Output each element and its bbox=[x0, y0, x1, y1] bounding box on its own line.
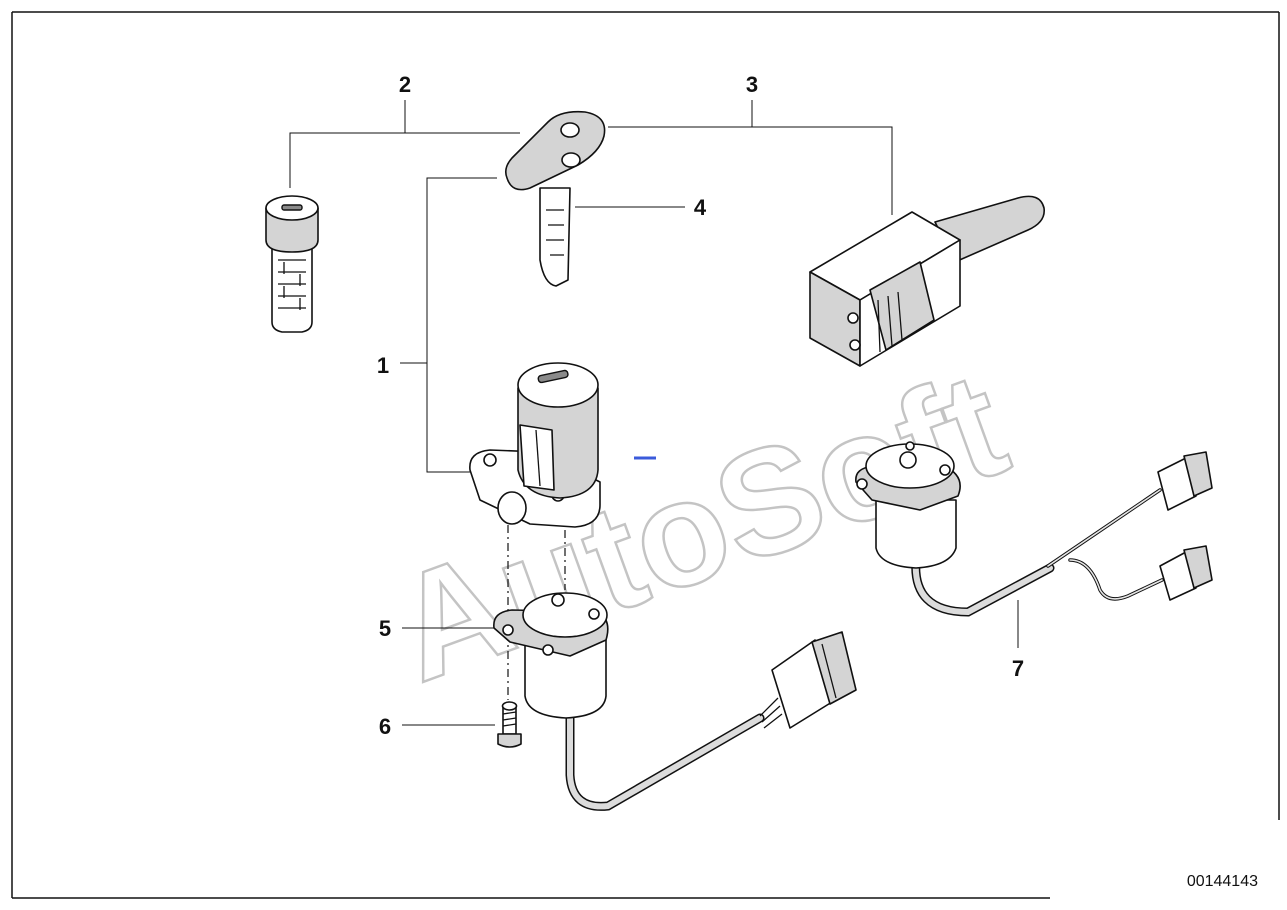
callout-label-4: 4 bbox=[694, 195, 707, 220]
ignition-lock-part bbox=[469, 362, 601, 528]
ignition-switch-part bbox=[493, 592, 857, 811]
leader-lines bbox=[289, 100, 1019, 726]
frame-border bbox=[11, 11, 1280, 899]
callout-label-5: 5 bbox=[379, 616, 391, 641]
screw-part bbox=[497, 701, 522, 748]
harness-switch-part bbox=[855, 441, 1213, 617]
reference-number: 00144143 bbox=[1187, 873, 1258, 890]
key-part bbox=[505, 110, 606, 287]
callout-label-6: 6 bbox=[379, 714, 391, 739]
lock-cylinder-part bbox=[265, 195, 319, 333]
callout-label-2: 2 bbox=[399, 72, 411, 97]
switch-assembly-part bbox=[809, 195, 1045, 367]
callout-label-7: 7 bbox=[1012, 656, 1024, 681]
callout-label-1: 1 bbox=[377, 353, 389, 378]
callout-label-3: 3 bbox=[746, 72, 758, 97]
